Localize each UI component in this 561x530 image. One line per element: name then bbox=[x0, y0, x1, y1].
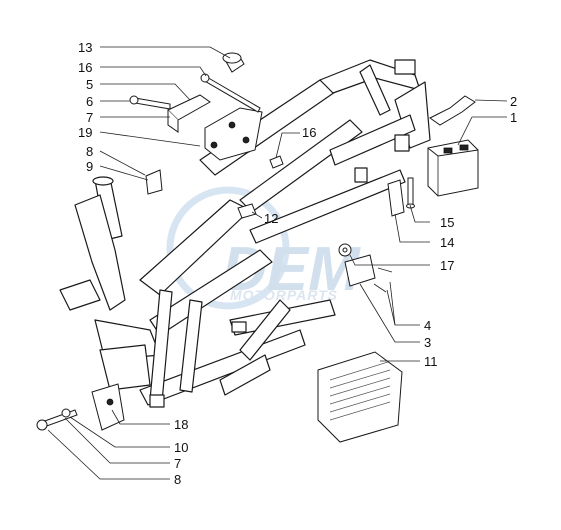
washer-part bbox=[269, 155, 284, 169]
screw-part bbox=[373, 267, 393, 293]
battery-part bbox=[427, 139, 479, 197]
callouts: 13 16 5 6 7 19 8 9 16 12 2 1 15 14 17 4 … bbox=[78, 40, 517, 487]
scooter-frame bbox=[59, 59, 431, 408]
callout-16: 16 bbox=[78, 60, 92, 75]
callout-13: 13 bbox=[78, 40, 92, 55]
bolt-lower-part bbox=[36, 408, 78, 431]
clamp-part bbox=[167, 94, 211, 133]
plate-part bbox=[387, 179, 405, 217]
callout-6: 6 bbox=[86, 94, 93, 109]
callout-8-lower: 8 bbox=[174, 472, 181, 487]
bolt-16-part bbox=[200, 73, 261, 113]
watermark-sub: MOTORPARTS bbox=[230, 287, 338, 303]
callout-19: 19 bbox=[78, 125, 92, 140]
callout-2: 2 bbox=[510, 94, 517, 109]
callout-14: 14 bbox=[440, 235, 454, 250]
nut-part bbox=[222, 52, 245, 73]
callout-4: 4 bbox=[424, 318, 431, 333]
callout-18: 18 bbox=[174, 417, 188, 432]
bushing-part bbox=[338, 243, 352, 257]
callout-7: 7 bbox=[86, 110, 93, 125]
callout-9: 9 bbox=[86, 159, 93, 174]
callout-5: 5 bbox=[86, 77, 93, 92]
callout-16-middle: 16 bbox=[302, 125, 316, 140]
callout-1: 1 bbox=[510, 110, 517, 125]
pin-part bbox=[406, 177, 415, 209]
callout-10: 10 bbox=[174, 440, 188, 455]
callout-3: 3 bbox=[424, 335, 431, 350]
cover-part bbox=[91, 383, 125, 431]
callout-17: 17 bbox=[440, 258, 454, 273]
bracket-part bbox=[204, 107, 263, 161]
callout-12: 12 bbox=[264, 211, 278, 226]
relay-part bbox=[344, 254, 376, 287]
callout-7-lower: 7 bbox=[174, 456, 181, 471]
battery-strap-part bbox=[429, 95, 476, 126]
callout-15: 15 bbox=[440, 215, 454, 230]
watermark: DEM MOTORPARTS bbox=[166, 186, 361, 310]
clip-part bbox=[145, 169, 163, 195]
watermark-circle bbox=[166, 186, 290, 310]
callout-11: 11 bbox=[424, 354, 438, 369]
callout-8: 8 bbox=[86, 144, 93, 159]
regulator-part bbox=[317, 351, 403, 443]
bolt-upper-part bbox=[129, 95, 171, 110]
leader-lines bbox=[47, 46, 508, 480]
